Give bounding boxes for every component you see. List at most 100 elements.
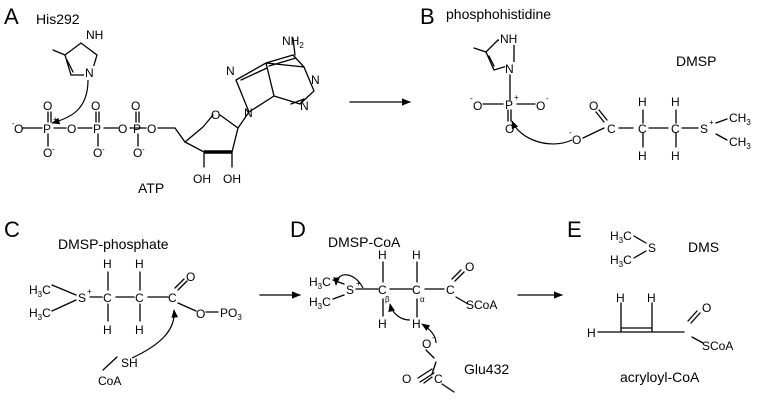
adenine-nh2: NH2	[282, 34, 304, 50]
panel-e: E H3C H3C S DMS H H H O SCoA acryloyl-Co…	[567, 217, 733, 385]
dmsp-b-ch3-top: CH3	[729, 111, 751, 127]
p-gamma: P	[133, 122, 141, 136]
panel-d-letter: D	[290, 217, 306, 242]
o-bottom-3-charge: -	[142, 145, 145, 154]
deprotonation-arrow-d	[421, 323, 437, 344]
dmsp-coa-c-alpha: C	[412, 283, 421, 297]
acryloyl-o-carbonyl: O	[702, 301, 711, 315]
coa-thiol: SH CoA	[98, 356, 138, 388]
o-bridge-1: O	[67, 122, 76, 136]
dmsp-b-c3: C	[671, 122, 680, 136]
ribose-oh-3: OH	[223, 172, 241, 186]
ribose-oh-2: OH	[193, 172, 211, 186]
dms-s: S	[648, 241, 656, 255]
dmsp-b-c1: C	[607, 122, 616, 136]
o-bridge-3: O	[147, 122, 156, 136]
dms-label: DMS	[688, 239, 719, 255]
acryloyl-coa: H H H O SCoA acryloyl-CoA	[587, 291, 733, 385]
his292-nh: NH	[86, 28, 103, 42]
dms-molecule: H3C H3C S DMS	[610, 229, 719, 269]
dmsp-phosphate-o-carbonyl: O	[186, 270, 195, 284]
glu432-o-charge: -	[432, 333, 435, 342]
atp-adenine: N N N N NH2	[226, 34, 320, 120]
atp-label: ATP	[138, 180, 164, 196]
dmsp-b-o-carbonyl: O	[589, 99, 598, 113]
atp-ribose: O OH OH	[174, 108, 250, 186]
dmsp-phosphate-c2: C	[135, 291, 144, 305]
glu432-o-carbonyl: O	[402, 372, 411, 386]
dmsp-phosphate-h1: H	[103, 257, 112, 271]
acryloyl-h-top-2: H	[647, 291, 656, 305]
dmsp-phosphate-po3: PO3	[220, 306, 242, 322]
glu432-o-minus: O	[422, 337, 431, 351]
dmsp-b-o-minus: O	[572, 133, 581, 147]
dmsp-coa-h1: H	[378, 248, 387, 262]
acryloyl-scoa: SCoA	[702, 339, 733, 353]
dmsp-b-h4: H	[671, 149, 680, 163]
acryloyl-h-top-1: H	[616, 291, 625, 305]
panel-d: D DMSP-CoA H3C H3C S + H C β H H C α H C…	[290, 217, 509, 393]
dms-h3c-top: H3C	[610, 229, 632, 245]
panel-b: B phosphohistidine DMSP NH N O - P + O -…	[420, 4, 751, 163]
dmsp-coa-h2: H	[378, 317, 387, 331]
panel-c: C DMSP-phosphate H3C H3C S + H C H H C H…	[4, 217, 242, 388]
dmsp-coa-o-carbonyl: O	[465, 260, 474, 274]
attack-arrow-a	[51, 79, 89, 125]
adenine-n3: N	[300, 99, 309, 113]
o-bridge-2: O	[118, 122, 127, 136]
phosphoryl-p-charge: +	[514, 93, 519, 102]
o-bottom-2: O	[93, 146, 102, 160]
p-beta: P	[93, 122, 101, 136]
o-top-1: O	[43, 99, 52, 113]
dmsp-b-h3: H	[671, 95, 680, 109]
dmsp-b-o-charge: -	[569, 128, 572, 137]
dmsp-coa-h3c-top: H3C	[309, 275, 331, 291]
dmsp-b: - O O C H C H H C H S + CH3 CH3	[569, 95, 751, 163]
dmsp-b-c2: C	[638, 122, 647, 136]
dmsp-coa-s-charge: +	[356, 279, 361, 288]
phosphohistidine-nh: NH	[500, 32, 517, 46]
dmsp-phosphate-h3c-top: H3C	[29, 283, 51, 299]
adenine-n7: N	[226, 64, 235, 78]
panel-c-letter: C	[4, 217, 20, 242]
his292-label: His292	[36, 11, 80, 27]
p-alpha-charge: +	[53, 115, 58, 124]
his292-imidazole: NH N	[52, 28, 103, 80]
dmsp-phosphate-label: DMSP-phosphate	[58, 236, 169, 252]
dmsp-phosphate-s-charge: +	[87, 287, 92, 296]
dms-h3c-bottom: H3C	[610, 253, 632, 269]
dmsp-phosphate-h4: H	[135, 323, 144, 337]
phosphoryl-p: P	[505, 98, 513, 112]
phosphoryl-group: O - P + O - O	[470, 93, 549, 136]
dmsp-phosphate-c1: C	[103, 291, 112, 305]
dmsp-phosphate-s: S	[78, 291, 86, 305]
glu432-label: Glu432	[464, 361, 509, 377]
o-bottom-1-charge: -	[52, 145, 55, 154]
dmsp-coa-label: DMSP-CoA	[328, 234, 401, 250]
phosphohistidine-label: phosphohistidine	[446, 6, 551, 22]
dmsp-coa-h3: H	[412, 248, 421, 262]
dmsp-phosphate: H3C H3C S + H C H H C H C O O PO3	[29, 257, 242, 337]
dmsp-b-h2: H	[638, 149, 647, 163]
dmsp-b-ch3-bottom: CH3	[729, 135, 751, 151]
o-bottom-3: O	[133, 146, 142, 160]
dmsp-b-s-charge: +	[709, 118, 714, 127]
acryloyl-h-left: H	[587, 326, 596, 340]
dmsp-coa-h4: H	[412, 317, 421, 331]
panel-a: A His292 NH N O - P + O O - O P O O	[4, 4, 320, 196]
acryloyl-coa-label: acryloyl-CoA	[620, 369, 700, 385]
glu432-c: C	[434, 372, 443, 386]
dmsp-phosphate-h3: H	[135, 257, 144, 271]
dmsp-b-h1: H	[638, 95, 647, 109]
phosphohistidine-ring: NH N	[473, 32, 519, 101]
o-bottom-1: O	[43, 146, 52, 160]
o-bottom-2-charge: -	[102, 145, 105, 154]
phosphoryl-o-left: O	[473, 99, 482, 113]
dmsp-phosphate-h3c-bottom: H3C	[29, 306, 51, 322]
phosphoryl-o-right: O	[536, 99, 545, 113]
dmsp-phosphate-h2: H	[103, 323, 112, 337]
adenine-n9: N	[244, 106, 253, 120]
p-alpha: P	[43, 122, 51, 136]
coa-sh: SH	[121, 356, 138, 370]
